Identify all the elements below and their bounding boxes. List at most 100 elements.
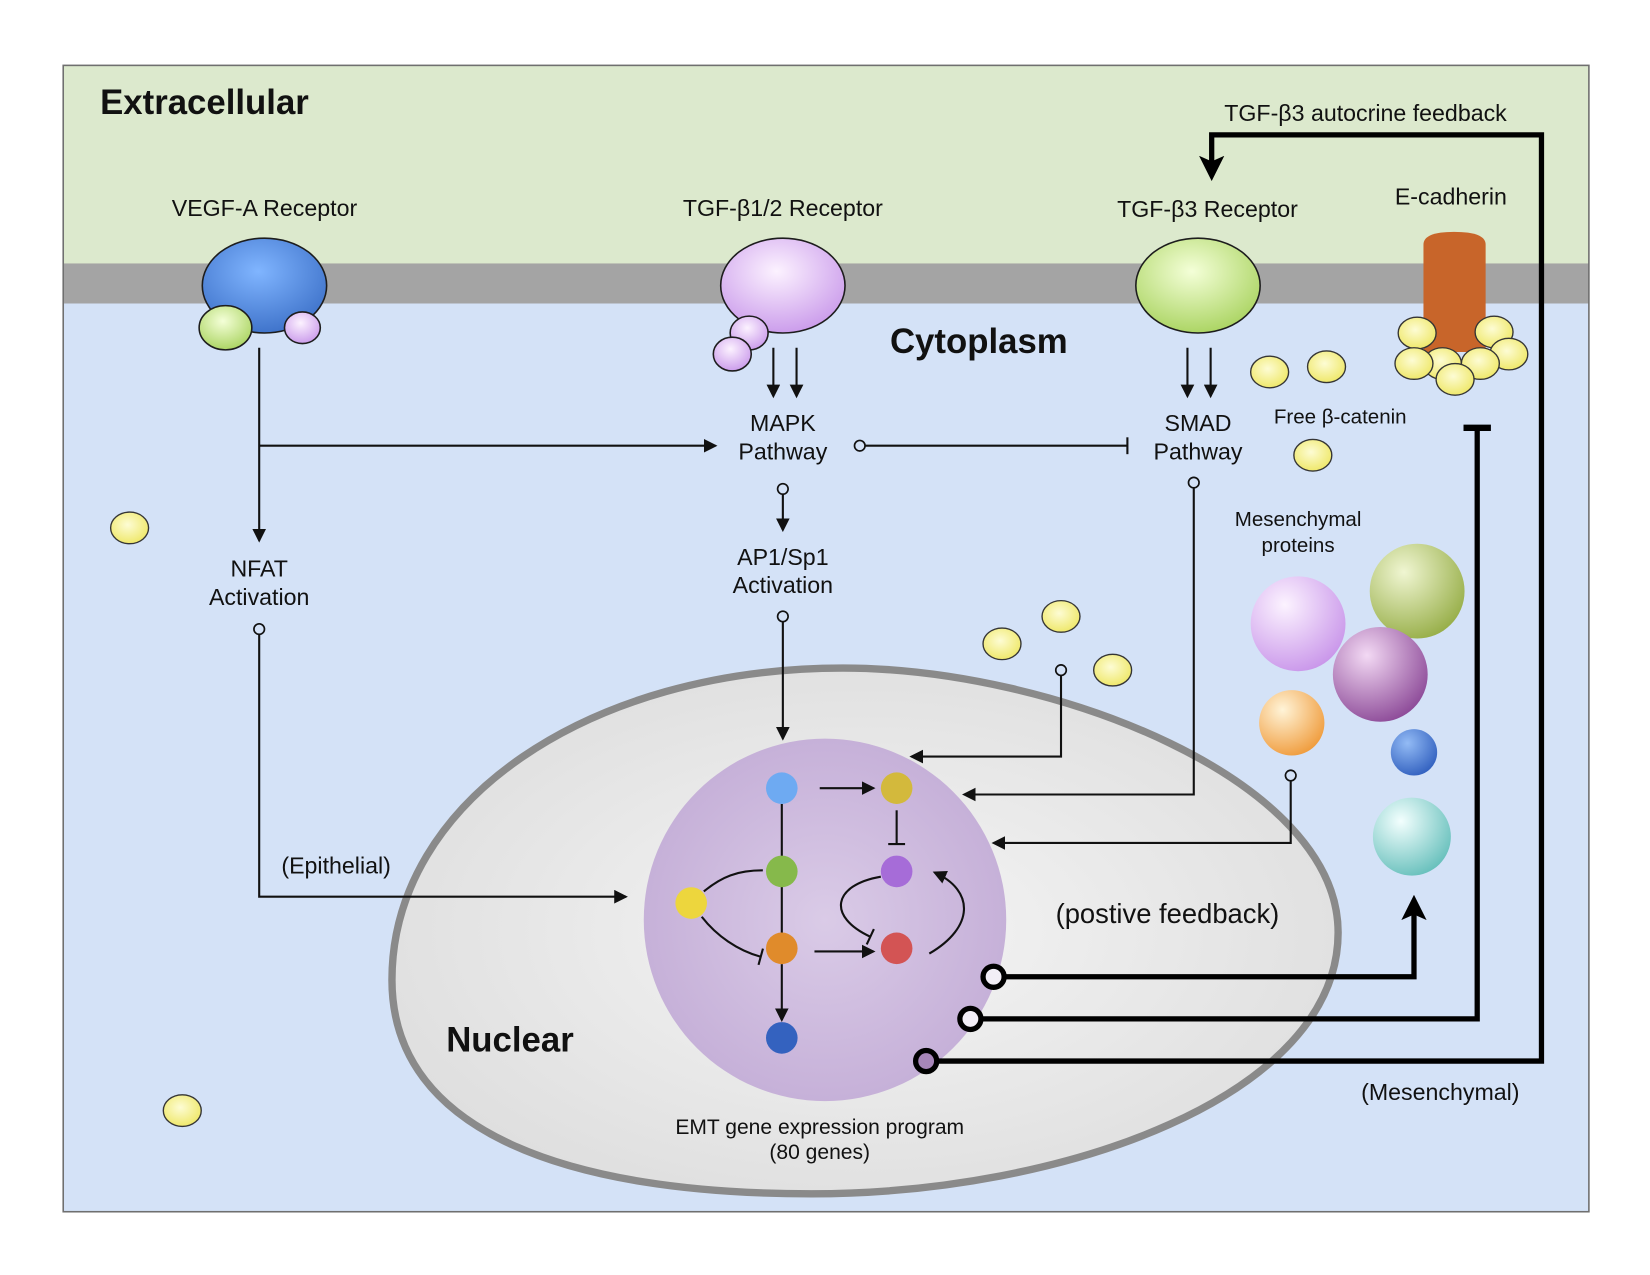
free-beta-catenin <box>109 511 150 545</box>
free-beta-catenin <box>1306 350 1347 384</box>
nfat-activation-label: NFAT Activation <box>209 555 309 609</box>
arrow-line <box>258 634 628 904</box>
free-beta-catenin <box>1092 653 1133 687</box>
gene-network <box>675 772 965 1054</box>
region-label-cytoplasm: Cytoplasm <box>890 323 1068 361</box>
mesenchymal-protein-spheres <box>1250 543 1465 876</box>
mesenchymal-protein-sphere <box>1250 576 1346 672</box>
mapk-label-line2: Pathway <box>738 438 827 464</box>
bound-beta-catenin <box>1435 362 1475 396</box>
gene-node-purple <box>880 855 913 888</box>
arrow-red-to-purple <box>928 870 965 955</box>
output-e-cadherin-repression <box>957 424 1491 1033</box>
origin-circle <box>1054 664 1068 677</box>
inhibition-yellow-to-orange <box>700 916 762 958</box>
epithelial-label: (Epithelial) <box>281 853 390 879</box>
output-origin-circle <box>980 963 1007 990</box>
extracellular-region <box>63 65 1589 268</box>
link-yellow-to-green <box>703 869 763 893</box>
bound-ligand-green <box>198 304 253 351</box>
mesenchymal-label: (Mesenchymal) <box>1361 1079 1519 1105</box>
mesenchymal-protein-sphere <box>1390 729 1438 776</box>
gene-node-green <box>765 855 798 888</box>
free-beta-catenin <box>162 1094 202 1128</box>
free-beta-catenin <box>1249 355 1290 389</box>
ap1-label-line1: AP1/Sp1 <box>737 544 828 570</box>
autocrine-feedback-label: TGF-β3 autocrine feedback <box>1224 100 1507 126</box>
gene-node-olive <box>880 772 913 804</box>
origin-circle <box>853 439 866 452</box>
origin-circle <box>1284 769 1297 782</box>
ap1-sp1-activation-label: AP1/Sp1 Activation <box>733 544 833 598</box>
tgf-beta-3-receptor-label: TGF-β3 Receptor <box>1117 196 1298 222</box>
arrow-mesenchymal-proteins-to-nucleus <box>991 769 1297 850</box>
vegf-a-receptor-label: VEGF-A Receptor <box>172 195 358 221</box>
output-origin-circle <box>957 1005 984 1033</box>
free-beta-catenin <box>982 627 1022 661</box>
tgf-beta-1-2-receptor-label: TGF-β1/2 Receptor <box>683 195 883 221</box>
nfat-label-line1: NFAT <box>230 555 288 581</box>
tgf-beta-1-2-receptor <box>712 237 846 372</box>
mesenchymal-proteins-line1: Mesenchymal <box>1235 508 1362 531</box>
origin-circle <box>1187 476 1200 489</box>
arrow-line <box>991 780 1292 850</box>
mesenchymal-protein-sphere <box>1372 797 1451 876</box>
bound-beta-catenin <box>1394 347 1434 381</box>
mesenchymal-protein-sphere <box>1259 690 1325 756</box>
inhibition-mapk-to-smad <box>853 437 1129 455</box>
mesenchymal-protein-sphere <box>1369 543 1465 639</box>
arrow-ap1-to-nucleus <box>776 610 790 741</box>
output-line <box>936 132 1545 1064</box>
output-line <box>980 427 1480 1022</box>
bound-beta-catenin-cluster <box>1394 315 1529 396</box>
output-tgf-beta-3-autocrine-feedback <box>912 132 1545 1075</box>
emt-gene-program-label: EMT gene expression program (80 genes) <box>675 1116 964 1164</box>
arrow-beta-catenin-to-nucleus <box>909 664 1068 764</box>
smad-label-line2: Pathway <box>1154 438 1243 464</box>
origin-circle <box>253 622 266 636</box>
origin-circle <box>776 610 789 623</box>
origin-circle <box>776 482 789 496</box>
arrow-smad-to-nucleus <box>962 476 1200 802</box>
gene-node-red <box>880 932 913 965</box>
e-cadherin-label: E-cadherin <box>1395 183 1507 209</box>
free-beta-catenin <box>1293 438 1333 472</box>
region-label-nuclear: Nuclear <box>446 1022 574 1060</box>
gene-node-dark-blue <box>765 1022 798 1054</box>
arrow-line <box>909 675 1063 764</box>
output-mesenchymal-proteins <box>980 894 1427 990</box>
arrow-line <box>962 487 1195 802</box>
tgf-beta-3-receptor <box>1135 237 1261 334</box>
mesenchymal-proteins-line2: proteins <box>1262 534 1335 557</box>
gene-node-light-blue <box>765 772 798 804</box>
arrow-mapk-to-ap1 <box>776 482 790 533</box>
vegf-a-receptor <box>198 237 328 351</box>
output-origin-circle <box>912 1047 940 1075</box>
gene-node-yellow <box>675 887 707 919</box>
inhibition-bar <box>865 928 875 945</box>
emt-program-line2: (80 genes) <box>769 1141 870 1164</box>
tgf-beta-1-2-receptor-body <box>719 237 846 334</box>
bound-beta-catenin <box>1397 316 1437 350</box>
bound-ligand-lilac <box>283 311 322 345</box>
output-line <box>1004 894 1427 980</box>
inhibition-bar <box>757 948 764 966</box>
diagram-frame <box>62 64 1590 1213</box>
mesenchymal-protein-sphere <box>1332 626 1428 722</box>
mesenchymal-proteins-label: Mesenchymal proteins <box>1235 508 1362 557</box>
region-label-extracellular: Extracellular <box>100 84 309 122</box>
bound-ligand-lilac <box>712 336 753 372</box>
smad-label-line1: SMAD <box>1165 410 1232 436</box>
smad-pathway-label: SMAD Pathway <box>1154 410 1243 464</box>
free-beta-catenin <box>1041 599 1081 633</box>
arrow-nfat-to-nucleus <box>253 622 628 904</box>
nfat-label-line2: Activation <box>209 584 309 610</box>
free-beta-catenin-molecules <box>109 350 1347 1128</box>
inhibition-purple-to-red <box>840 875 882 938</box>
positive-feedback-label: (postive feedback) <box>1056 898 1280 929</box>
free-beta-catenin-label: Free β-catenin <box>1274 406 1407 429</box>
ap1-label-line2: Activation <box>733 572 833 598</box>
emt-gene-program-circle <box>643 738 1007 1102</box>
